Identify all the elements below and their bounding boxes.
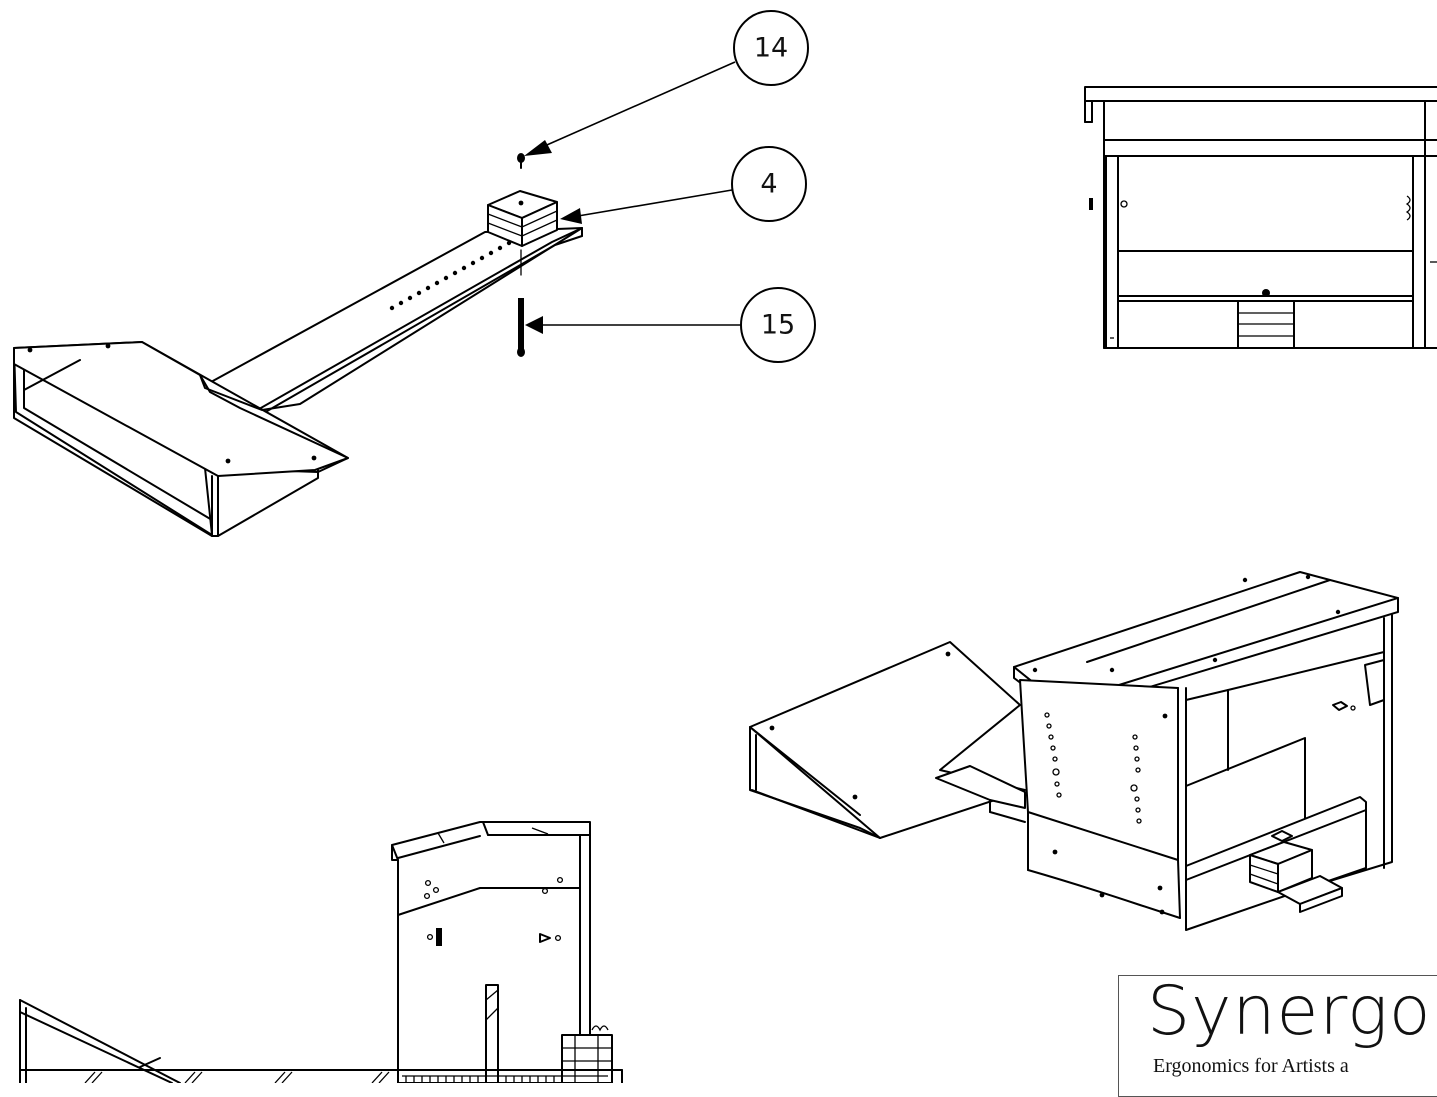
brand-logo-text: Synergo [1147, 972, 1432, 1051]
cabinet-left-panel [1019, 679, 1179, 861]
slide-bar-holes [389, 240, 512, 311]
top-holes [1032, 574, 1341, 673]
side-knobs [426, 928, 562, 946]
exploded-arm-view: 14 4 15 [13, 10, 816, 537]
right-side-panel [1412, 155, 1426, 349]
tray-holes [769, 651, 951, 800]
iso-block-stack [1249, 830, 1343, 913]
side-view [19, 821, 623, 1083]
isometric-view [749, 571, 1399, 931]
side-post [485, 984, 499, 1083]
t-base-holes [27, 343, 317, 464]
sloped-tray [749, 641, 1026, 839]
callout-14: 14 [733, 10, 809, 86]
side-block-stack [561, 1025, 613, 1083]
slide-bar-iso [935, 765, 1026, 809]
iso-knob-right [1332, 701, 1348, 711]
svg-text:14: 14 [754, 33, 788, 64]
svg-text:4: 4 [760, 169, 777, 200]
interior-rail [1364, 659, 1385, 706]
callout-15: 15 [740, 287, 816, 363]
base-rail-ruler [402, 1075, 608, 1083]
leader-lines [524, 61, 741, 334]
left-panel-holes [1044, 712, 1168, 915]
front-view [1084, 86, 1437, 349]
bolt [517, 249, 525, 357]
base-rail-hatch [84, 1071, 390, 1083]
wing-nut [517, 153, 525, 169]
block-stack [487, 190, 558, 247]
brand-tagline: Ergonomics for Artists a [1153, 1055, 1349, 1077]
slide-bar [199, 227, 583, 411]
cabinet-top [1013, 571, 1399, 697]
front-knobs [1089, 195, 1411, 221]
t-base-deck [13, 341, 349, 477]
brand-title-block: Synergo Ergonomics for Artists a [1118, 975, 1437, 1097]
top-board [1084, 86, 1437, 102]
callout-4: 4 [731, 146, 807, 222]
svg-text:15: 15 [761, 310, 795, 341]
side-holes [423, 876, 564, 900]
left-side-panel [1105, 155, 1119, 349]
front-wing-nut [1262, 289, 1270, 297]
